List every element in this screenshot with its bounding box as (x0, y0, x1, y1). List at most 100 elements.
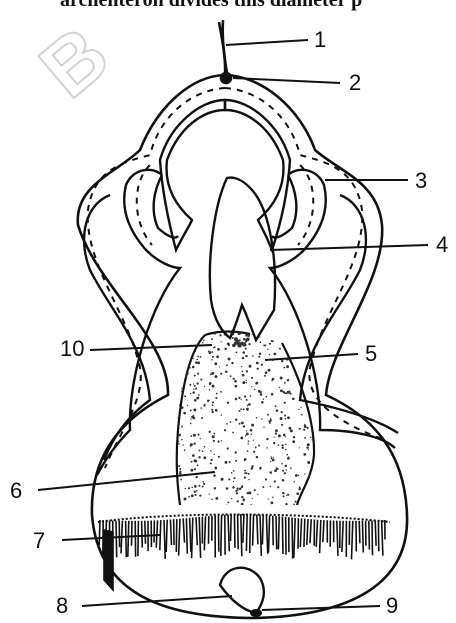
yolk-dot (290, 429, 293, 432)
yolk-dot (192, 332, 194, 334)
yolk-dot (290, 339, 293, 342)
yolk-dot (231, 498, 232, 499)
yolk-dot (189, 342, 191, 344)
yolk-dot (241, 496, 243, 498)
yolk-dot (271, 502, 274, 505)
yolk-dot (303, 453, 306, 456)
yolk-dot (203, 340, 205, 342)
yolk-dot (192, 454, 195, 457)
yolk-dot (191, 461, 193, 463)
yolk-dot (287, 457, 290, 460)
cilium (262, 515, 263, 545)
yolk-dot (281, 463, 283, 465)
yolk-dot (264, 375, 266, 377)
yolk-dot (283, 495, 285, 497)
yolk-dot (303, 348, 305, 350)
yolk-dot (201, 417, 203, 419)
yolk-dot (189, 384, 191, 386)
yolk-dot (284, 382, 286, 384)
yolk-dot (248, 440, 250, 442)
yolk-dot (181, 367, 183, 369)
yolk-dot (198, 485, 200, 487)
yolk-dot (188, 333, 190, 335)
granule-dot (242, 343, 246, 347)
yolk-dot (180, 387, 182, 389)
yolk-dot (189, 358, 191, 360)
leader-1 (226, 40, 308, 45)
yolk-dot (261, 401, 264, 404)
yolk-dot (177, 369, 180, 372)
yolk-dot (200, 438, 201, 439)
yolk-dot (244, 470, 246, 472)
yolk-dot (282, 479, 285, 482)
yolk-dot (242, 351, 245, 354)
yolk-dot (259, 468, 261, 470)
yolk-dot (243, 425, 245, 427)
label-2: 2 (349, 72, 361, 94)
cilium (257, 515, 258, 545)
yolk-dot (196, 382, 198, 384)
yolk-dot (256, 362, 259, 365)
yolk-dot (231, 362, 233, 364)
yolk-dot (228, 344, 230, 346)
yolk-dot (248, 403, 251, 406)
yolk-dot (177, 405, 179, 407)
yolk-dot (215, 330, 217, 332)
yolk-dot (230, 421, 232, 423)
yolk-dot (219, 334, 221, 336)
yolk-dot (252, 355, 254, 357)
yolk-dot (214, 362, 217, 365)
yolk-dot (193, 388, 194, 389)
yolk-dot (251, 424, 254, 427)
yolk-dot (286, 495, 287, 496)
yolk-dot (248, 491, 251, 494)
yolk-dot (284, 472, 286, 474)
yolk-dot (282, 444, 284, 446)
yolk-dot (265, 371, 268, 374)
yolk-dot (283, 367, 285, 369)
yolk-dot (278, 444, 280, 446)
yolk-dot (236, 351, 238, 353)
yolk-dot (221, 440, 222, 441)
yolk-dot (192, 358, 193, 359)
yolk-dot (190, 423, 192, 425)
yolk-dot (308, 504, 310, 506)
yolk-dot (249, 507, 250, 508)
yolk-dot (234, 477, 236, 479)
yolk-dot (213, 441, 214, 442)
yolk-dot (278, 434, 281, 437)
yolk-dot (204, 446, 206, 448)
yolk-dot (190, 435, 192, 437)
yolk-dot (181, 439, 182, 440)
yolk-dot (201, 407, 203, 409)
cilium (260, 515, 261, 556)
yolk-dot (179, 375, 182, 378)
yolk-dot (235, 418, 237, 420)
yolk-dot (269, 354, 271, 356)
yolk-dot (177, 417, 179, 419)
yolk-dot (269, 420, 272, 423)
cilium (145, 521, 146, 544)
yolk-dot (208, 351, 211, 354)
yolk-dot (220, 373, 222, 375)
yolk-dot (299, 428, 301, 430)
yolk-dot (197, 373, 199, 375)
yolk-dot (250, 395, 252, 397)
yolk-dot (280, 389, 283, 392)
yolk-dot (280, 377, 283, 380)
cilium (142, 521, 143, 548)
yolk-dot (274, 480, 276, 482)
yolk-dot (313, 490, 315, 492)
yolk-dot (214, 346, 216, 348)
yolk-dot (312, 495, 315, 498)
yolk-dot (317, 369, 319, 371)
yolk-dot (257, 382, 258, 383)
yolk-dot (186, 334, 189, 337)
yolk-dot (304, 473, 305, 474)
archenteron-cavity (210, 178, 275, 340)
yolk-dot (279, 348, 281, 350)
yolk-dot (313, 483, 314, 484)
yolk-dot (301, 500, 303, 502)
yolk-dot (258, 390, 261, 393)
yolk-dot (281, 360, 283, 362)
